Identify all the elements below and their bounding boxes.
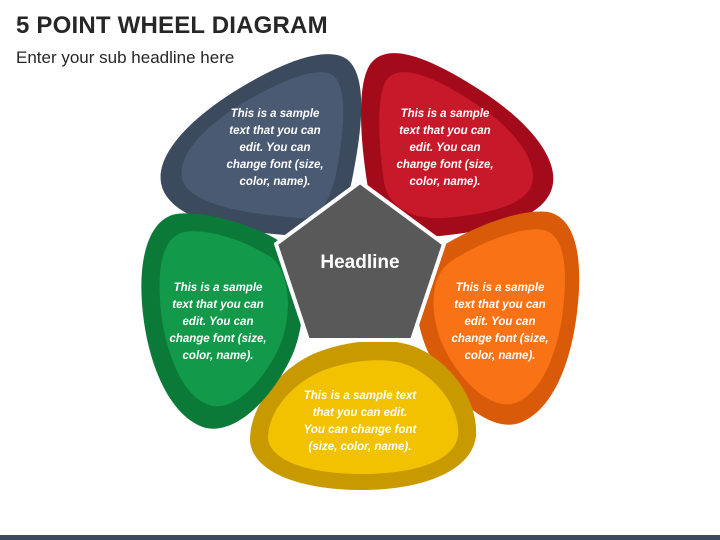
petal-top-left <box>160 54 362 237</box>
petal-bottom <box>250 340 477 490</box>
petal-right-inner <box>433 229 565 405</box>
petal-bottom-inner <box>268 360 459 474</box>
center-headline: Headline <box>320 252 400 273</box>
petal-top-left-inner <box>181 72 344 219</box>
page-subtitle: Enter your sub headline here <box>16 48 235 67</box>
petal-top-left-text: This is a sample text that you can edit.… <box>226 108 324 188</box>
petal-left <box>141 213 303 429</box>
footer-bar <box>0 535 720 540</box>
petal-bottom-text: This is a sample text that you can edit.… <box>303 390 417 453</box>
petal-left-inner <box>159 231 288 407</box>
petal-right <box>416 211 580 425</box>
page-title: 5 POINT WHEEL DIAGRAM <box>16 12 328 39</box>
petal-top-right-text: This is a sample text that you can edit.… <box>396 108 494 188</box>
center-pentagon <box>274 180 446 342</box>
petal-top-right-inner <box>379 72 533 219</box>
petal-right-text: This is a sample text that you can edit.… <box>451 282 549 362</box>
petal-top-right <box>361 53 554 237</box>
petal-left-text: This is a sample text that you can edit.… <box>169 282 267 362</box>
